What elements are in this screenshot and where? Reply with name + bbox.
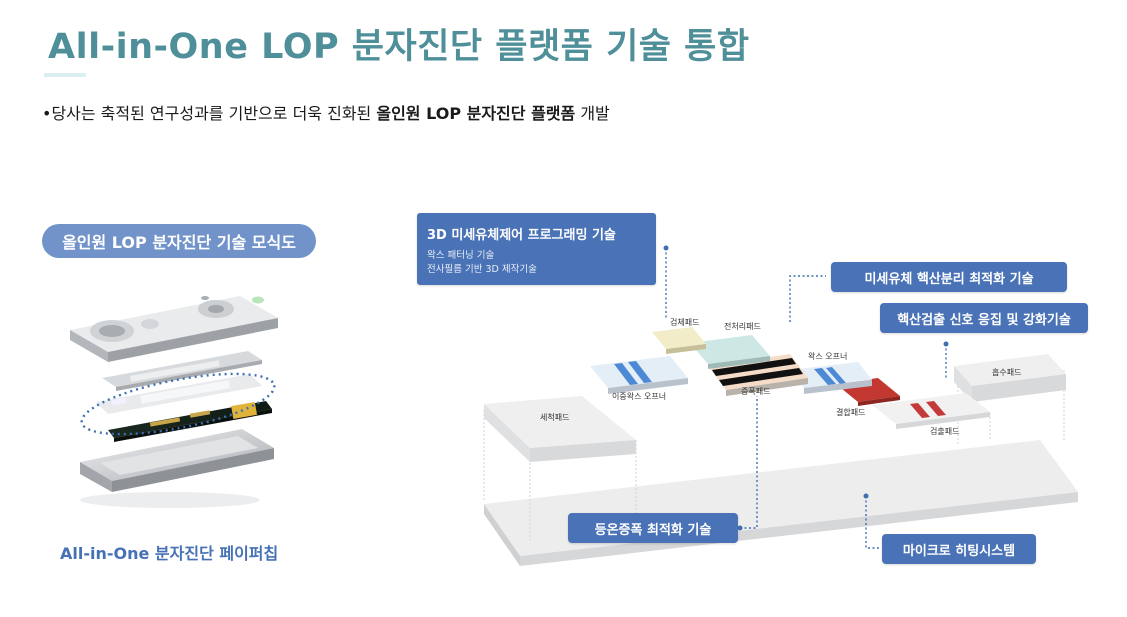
intro-bullet-line: •당사는 축적된 연구성과를 기반으로 더욱 진화된 올인원 LOP 분자진단 … — [42, 100, 610, 124]
pad-label-wash: 세척패드 — [540, 412, 569, 422]
pad-label-absorb: 흡수패드 — [992, 367, 1021, 377]
wash-pad — [484, 396, 636, 462]
double-wax-opener — [590, 356, 688, 394]
chip-caption: All-in-One 분자진단 페이퍼칩 — [60, 544, 279, 563]
absorb-pad — [954, 354, 1066, 402]
wax-opener — [790, 362, 872, 394]
callout-microfluidic-line2: 전사필름 기반 3D 제작기술 — [427, 264, 537, 275]
callout-microfluidic-programming: 3D 미세유체제어 프로그래밍 기술 왁스 패터닝 기술 전사필름 기반 3D … — [417, 213, 656, 285]
chip-upper-film — [102, 351, 262, 391]
bullet-dot: • — [42, 104, 52, 123]
pad-label-detection: 검출패드 — [930, 426, 959, 436]
callout-microfluidic-title: 3D 미세유체제어 프로그래밍 기술 — [427, 228, 616, 243]
chip-top-shell — [70, 296, 278, 362]
schematic-badge: 올인원 LOP 분자진단 기술 모식도 — [42, 224, 316, 258]
page-title: All-in-One LOP 분자진단 플랫폼 기술 통합 — [48, 18, 750, 69]
intro-text-after: 개발 — [575, 104, 610, 123]
pad-label-pretreat: 전처리패드 — [724, 321, 761, 331]
pad-label-binding: 결합패드 — [836, 407, 865, 417]
chip-highlight-outline — [80, 372, 276, 436]
callout-microfluidic-line1: 왁스 패터닝 기술 — [427, 250, 495, 261]
pad-label-double-wax: 이중왁스 오프너 — [612, 391, 666, 401]
pad-label-wax-opener: 왁스 오프너 — [808, 351, 847, 361]
callout-leaders — [665, 248, 947, 549]
detection-pad — [872, 393, 990, 429]
intro-text-bold: 올인원 LOP 분자진단 플랫폼 — [376, 104, 576, 123]
chip-paper-layer — [96, 374, 262, 414]
pad-label-amplify: 증폭패드 — [741, 386, 770, 396]
callout-signal-enhancement: 핵산검출 신호 응집 및 강화기술 — [880, 303, 1088, 333]
title-underline — [44, 73, 86, 77]
pretreat-pad — [690, 335, 770, 369]
title-latin: All-in-One LOP — [48, 27, 340, 67]
intro-text-before: 당사는 축적된 연구성과를 기반으로 더욱 진화된 — [51, 104, 377, 123]
pad-layer-diagram: 세척패드 이중왁스 오프너 검체패드 전처리패드 증폭패드 왁스 오프너 결합패… — [483, 245, 1078, 566]
pad-label-sample: 검체패드 — [670, 317, 699, 327]
chip-bottom-shell — [80, 429, 274, 508]
callout-isothermal-amplification: 등온증폭 최적화 기술 — [568, 513, 738, 543]
callout-micro-heating: 마이크로 히팅시스템 — [882, 534, 1036, 564]
callout-nucleic-extraction: 미세유체 핵산분리 최적화 기술 — [831, 262, 1067, 292]
title-korean: 분자진단 플랫폼 기술 통합 — [351, 27, 750, 67]
chip-heating-board — [108, 401, 272, 442]
sample-pad — [652, 327, 706, 354]
paper-chip-illustration — [70, 296, 278, 508]
callout-leader-dots — [663, 245, 949, 531]
